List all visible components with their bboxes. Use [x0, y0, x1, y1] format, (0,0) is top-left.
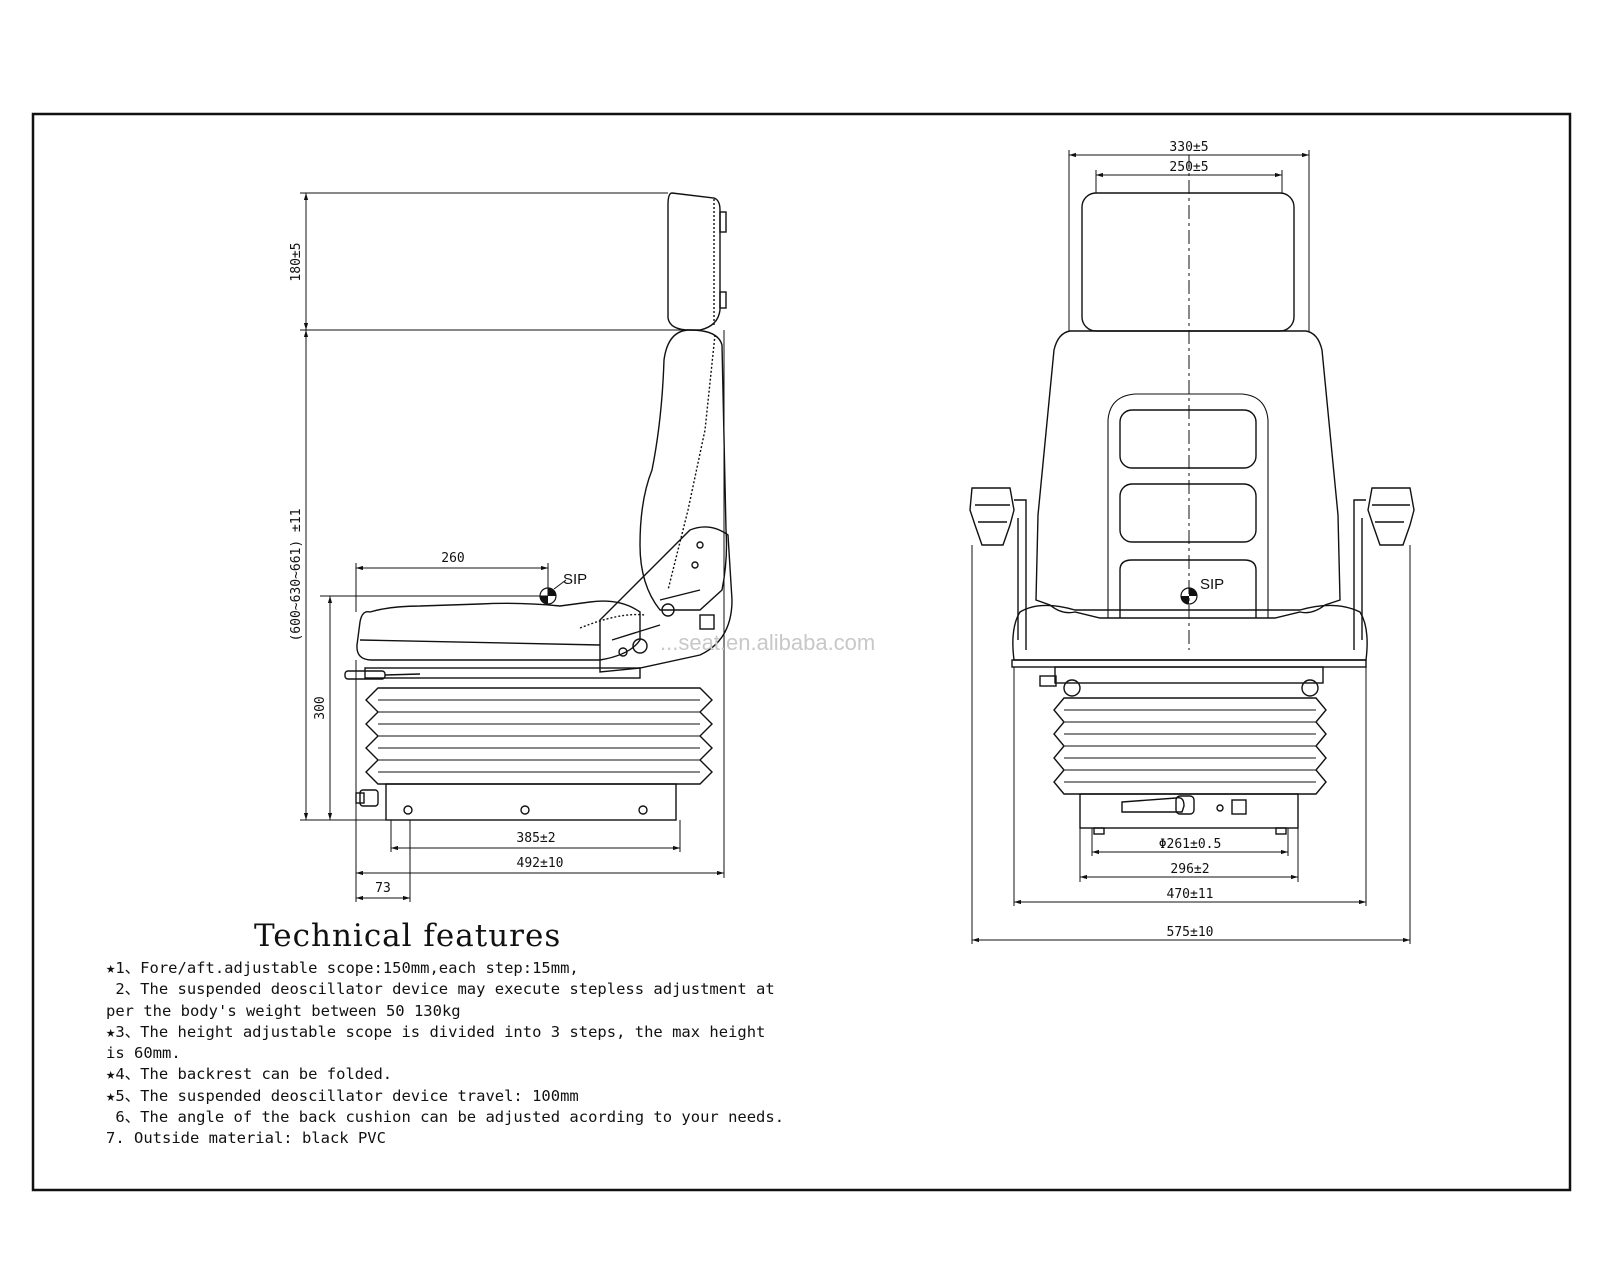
front-armrest-right — [1353, 487, 1415, 650]
front-bellows — [1053, 697, 1327, 795]
side-seat-cushion — [356, 600, 641, 661]
side-bellows — [365, 687, 713, 785]
dim-bellows-diameter: Φ261±0.5 — [1159, 837, 1222, 852]
side-dimensions — [300, 192, 725, 902]
feature-line: 6、The angle of the back cushion can be a… — [106, 1108, 785, 1127]
dim-back-outer: 330±5 — [1169, 140, 1208, 155]
front-base — [1079, 793, 1299, 829]
side-sip-label: SIP — [563, 571, 587, 588]
feature-line: 2、The suspended deoscillator device may … — [106, 980, 775, 999]
front-base-lever — [1121, 796, 1185, 813]
feature-line: ★3、The height adjustable scope is divide… — [106, 1022, 766, 1041]
dim-seat-width: 470±11 — [1167, 887, 1214, 902]
feature-line: per the body's weight between 50 130kg — [106, 1001, 461, 1020]
dim-back-inner: 250±5 — [1169, 160, 1208, 175]
technical-features: Technical features ★1、Fore/aft.adjustabl… — [106, 918, 826, 1150]
features-title: Technical features — [254, 918, 562, 954]
dim-headrest-height: 180±5 — [289, 242, 304, 281]
feature-line: ★4、The backrest can be folded. — [106, 1065, 393, 1084]
front-seat-cushion — [1012, 604, 1368, 661]
dim-base-outer: 492±10 — [517, 856, 564, 871]
dim-overall-width: 575±10 — [1167, 925, 1214, 940]
front-sip-label: SIP — [1200, 576, 1224, 593]
feature-line: 7. Outside material: black PVC — [106, 1129, 386, 1148]
front-backrest — [1035, 330, 1341, 619]
side-sip-marker — [539, 579, 567, 605]
front-sip-marker — [1180, 587, 1198, 605]
drawing-frame — [31, 112, 1572, 1192]
feature-line: is 60mm. — [106, 1044, 181, 1063]
dim-seat-depth: 260 — [441, 551, 464, 566]
side-base — [385, 783, 677, 821]
side-recliner-bracket — [599, 526, 733, 673]
watermark: ...seat.en.alibaba.com — [660, 630, 875, 655]
feature-line: ★1、Fore/aft.adjustable scope:150mm,each … — [106, 959, 579, 977]
side-headrest — [667, 192, 721, 331]
dim-seat-height: 300 — [313, 696, 328, 719]
front-view — [969, 155, 1415, 835]
feature-line: ★5、The suspended deoscillator device tra… — [106, 1086, 579, 1105]
front-headrest — [1081, 192, 1295, 332]
front-armrest-left — [969, 487, 1027, 650]
dim-offset: 73 — [375, 881, 391, 896]
side-slide-rail — [364, 667, 641, 679]
dim-base-width: 296±2 — [1170, 862, 1209, 877]
dim-base-inner: 385±2 — [516, 831, 555, 846]
front-dimensions — [971, 150, 1411, 944]
dim-backrest-height: (600~630~661) ±11 — [289, 508, 304, 641]
side-backrest — [639, 329, 728, 611]
side-view — [344, 192, 733, 821]
